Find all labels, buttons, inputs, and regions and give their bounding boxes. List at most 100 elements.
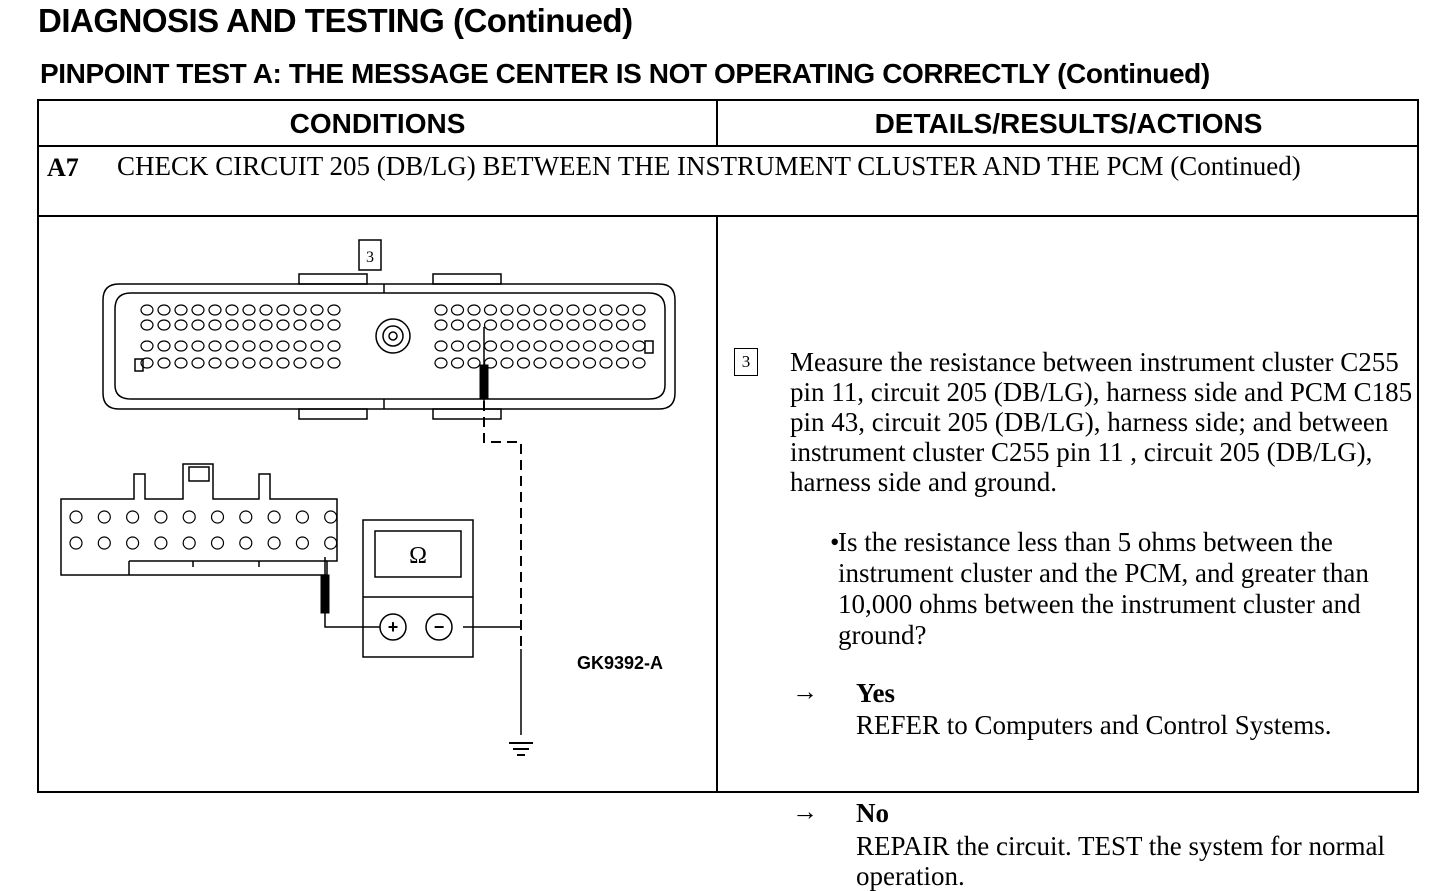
- connector-pin: [259, 304, 273, 316]
- connector-pin: [157, 319, 171, 331]
- connector-pin: [225, 319, 239, 331]
- connector-pin: [549, 357, 564, 369]
- connector-pin: [210, 536, 225, 550]
- connector-pin: [327, 319, 341, 331]
- cluster-connector: [60, 463, 338, 576]
- connector-pin: [140, 319, 154, 331]
- pcm-pin-rows: [140, 304, 646, 369]
- connector-pin: [450, 357, 465, 369]
- no-arrow-icon: →: [792, 797, 818, 826]
- connector-pin: [208, 357, 222, 369]
- yes-label: Yes: [856, 678, 895, 708]
- connector-pin: [97, 510, 111, 524]
- ohm-symbol: Ω: [409, 543, 427, 569]
- wiring-diagram: 3: [60, 239, 676, 756]
- connector-pin: [483, 319, 498, 331]
- pinpoint-test-table: CONDITIONS DETAILS/RESULTS/ACTIONS A7 CH…: [37, 99, 1419, 891]
- connector-pin: [125, 536, 140, 550]
- conditions-column-header: CONDITIONS: [39, 101, 718, 145]
- connector-pin: [549, 340, 564, 352]
- connector-pin: [259, 319, 273, 331]
- connector-pin: [276, 319, 290, 331]
- connector-pin: [450, 340, 465, 352]
- connector-pin: [327, 357, 341, 369]
- connector-pin: [295, 536, 309, 550]
- connector-pin: [516, 357, 531, 369]
- connector-pin: [434, 340, 448, 352]
- connector-pin: [434, 319, 448, 331]
- connector-pin: [293, 357, 307, 369]
- connector-pin: [208, 340, 222, 352]
- ohmmeter: Ω + −: [362, 519, 474, 658]
- connector-pin: [582, 304, 597, 316]
- connector-pin: [324, 536, 338, 550]
- connector-pin: [632, 319, 646, 331]
- connector-pin: [434, 357, 448, 369]
- pcm-probe-lead: [479, 327, 522, 735]
- connector-pin: [310, 319, 324, 331]
- connector-pin: [208, 304, 222, 316]
- connector-pin: [310, 304, 324, 316]
- diagram-step-box: 3: [358, 239, 382, 271]
- no-label: No: [856, 798, 889, 828]
- connector-pin: [210, 510, 225, 524]
- plus-symbol: +: [388, 617, 399, 637]
- connector-pin: [450, 319, 465, 331]
- connector-pin: [324, 510, 338, 524]
- connector-pin: [125, 510, 140, 524]
- connector-pin: [293, 340, 307, 352]
- connector-pin: [140, 357, 154, 369]
- connector-pin: [97, 536, 111, 550]
- connector-pin: [191, 340, 205, 352]
- connector-pin: [467, 319, 481, 331]
- connector-pin: [259, 340, 273, 352]
- connector-pin: [154, 536, 168, 550]
- connector-pin: [174, 319, 188, 331]
- connector-pin: [615, 340, 630, 352]
- page-title: DIAGNOSIS AND TESTING (Continued): [38, 2, 633, 39]
- meter-plus-terminal: [379, 613, 407, 641]
- diagram-step-number: 3: [366, 249, 374, 266]
- connector-pin: [208, 319, 222, 331]
- connector-pin: [191, 357, 205, 369]
- connector-pin: [267, 536, 281, 550]
- connector-pin: [293, 304, 307, 316]
- connector-pin: [225, 340, 239, 352]
- connector-pin: [157, 357, 171, 369]
- connector-pin: [191, 304, 205, 316]
- connector-pin: [632, 340, 646, 352]
- ground-symbol: [509, 742, 533, 756]
- table-header-row: CONDITIONS DETAILS/RESULTS/ACTIONS: [39, 101, 1417, 147]
- connector-pin: [467, 304, 481, 316]
- connector-pin: [157, 304, 171, 316]
- no-action: REPAIR the circuit. TEST the system for …: [856, 831, 1385, 891]
- connector-pin: [239, 536, 253, 550]
- conditions-cell: 3: [39, 217, 718, 791]
- figure-id: GK9392-A: [577, 653, 663, 673]
- connector-pin: [239, 510, 253, 524]
- connector-pin: [599, 357, 613, 369]
- connector-pin: [516, 319, 531, 331]
- connector-pin: [276, 340, 290, 352]
- connector-pin: [467, 357, 481, 369]
- connector-pin: [582, 319, 597, 331]
- minus-symbol: −: [434, 617, 445, 637]
- connector-pin: [267, 510, 281, 524]
- connector-pin: [632, 304, 646, 316]
- connector-pin: [549, 319, 564, 331]
- details-column-header: DETAILS/RESULTS/ACTIONS: [874, 108, 1263, 139]
- connector-pin: [483, 340, 498, 352]
- connector-pin: [500, 319, 514, 331]
- connector-pin: [434, 304, 448, 316]
- connector-pin: [174, 340, 188, 352]
- yes-action: REFER to Computers and Control Systems.: [856, 710, 1332, 740]
- connector-pin: [182, 536, 196, 550]
- connector-pin: [516, 340, 531, 352]
- connector-pin: [225, 304, 239, 316]
- connector-pin: [154, 510, 168, 524]
- connector-pin: [242, 340, 256, 352]
- connector-pin: [632, 357, 646, 369]
- connector-pin: [69, 510, 83, 524]
- connector-pin: [225, 357, 239, 369]
- connector-pin: [566, 340, 580, 352]
